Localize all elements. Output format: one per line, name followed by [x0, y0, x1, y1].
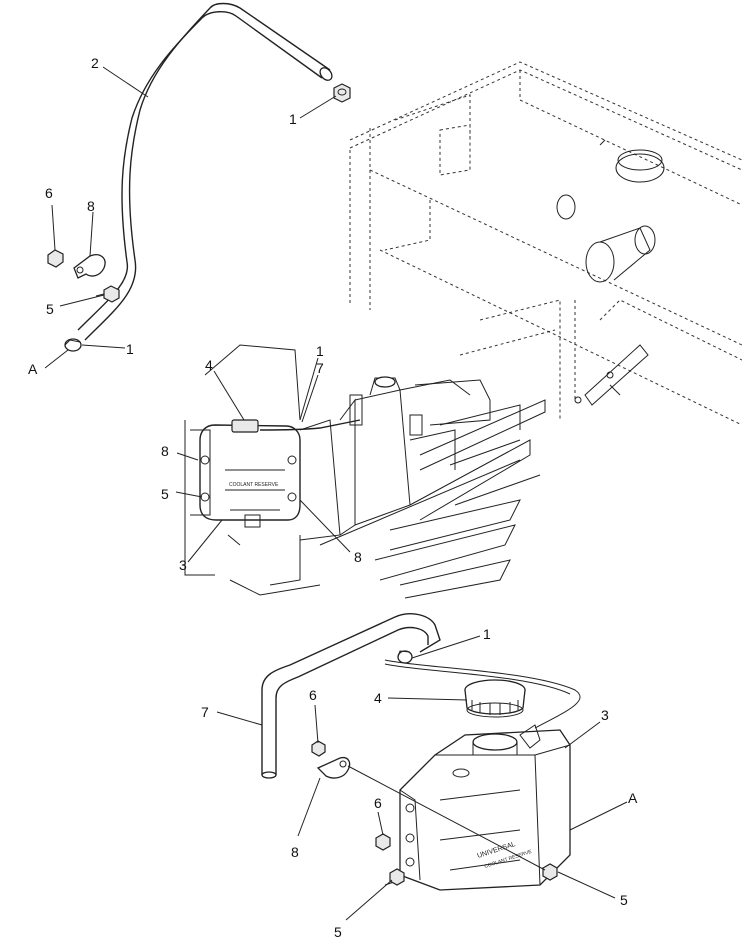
- callout-5: 5: [620, 892, 628, 908]
- callout-5: 5: [334, 924, 342, 940]
- callout-7: 7: [201, 704, 209, 720]
- callout-1: 1: [316, 343, 324, 359]
- exploded-reservoir-view: UNIVERSAL COOLANT RESERVE: [261, 613, 581, 891]
- callout-4: 4: [205, 357, 213, 373]
- hose-clamp-icon: [397, 650, 413, 664]
- installed-reservoir-view: COOLANT RESERVE: [184, 344, 546, 599]
- callout-7: 7: [316, 360, 324, 376]
- callout-8: 8: [161, 443, 169, 459]
- callout-4: 4: [374, 690, 382, 706]
- upper-hose-assembly: [47, 2, 351, 352]
- p-clip-bracket-icon: [73, 254, 106, 279]
- callout-A: A: [28, 361, 38, 377]
- callout-6: 6: [309, 687, 317, 703]
- leader-lines-bottom: [216, 635, 628, 921]
- bolt-icon: [95, 285, 120, 303]
- bolt-icon: [389, 868, 405, 886]
- callout-6: 6: [45, 185, 53, 201]
- callout-3: 3: [179, 557, 187, 573]
- callout-8: 8: [291, 844, 299, 860]
- filler-cap-icon: [464, 679, 526, 718]
- callout-5: 5: [161, 486, 169, 502]
- tank-label-small: COOLANT RESERVE: [229, 482, 279, 488]
- callout-labels: 2 1 6 8 5 A 1 1 4 7 8 5 3 8 1 4 3 7 6 A …: [28, 55, 638, 940]
- hex-nut-icon: [375, 833, 391, 851]
- callout-2: 2: [91, 55, 99, 71]
- filler-cap-icon: [231, 419, 259, 433]
- bolt-icon: [542, 863, 558, 881]
- hex-nut-icon: [333, 83, 351, 103]
- hose-icon: [261, 613, 441, 779]
- hose-clamp-icon: [64, 338, 82, 352]
- callout-8: 8: [354, 549, 362, 565]
- machine-frame-dashed: [349, 61, 742, 426]
- callout-8: 8: [87, 198, 95, 214]
- coolant-reservoir-icon: UNIVERSAL COOLANT RESERVE: [384, 724, 571, 891]
- callout-3: 3: [601, 707, 609, 723]
- callout-1: 1: [289, 111, 297, 127]
- callout-5: 5: [46, 301, 54, 317]
- callout-1: 1: [126, 341, 134, 357]
- callout-6: 6: [374, 795, 382, 811]
- callout-1: 1: [483, 626, 491, 642]
- leader-lines-top: [44, 66, 337, 369]
- hex-nut-icon: [47, 249, 64, 268]
- hex-nut-icon: [311, 740, 326, 757]
- leader-lines-middle: [175, 357, 351, 563]
- p-clip-bracket-icon: [316, 756, 351, 779]
- hose-icon: [209, 2, 331, 71]
- callout-A: A: [628, 790, 638, 806]
